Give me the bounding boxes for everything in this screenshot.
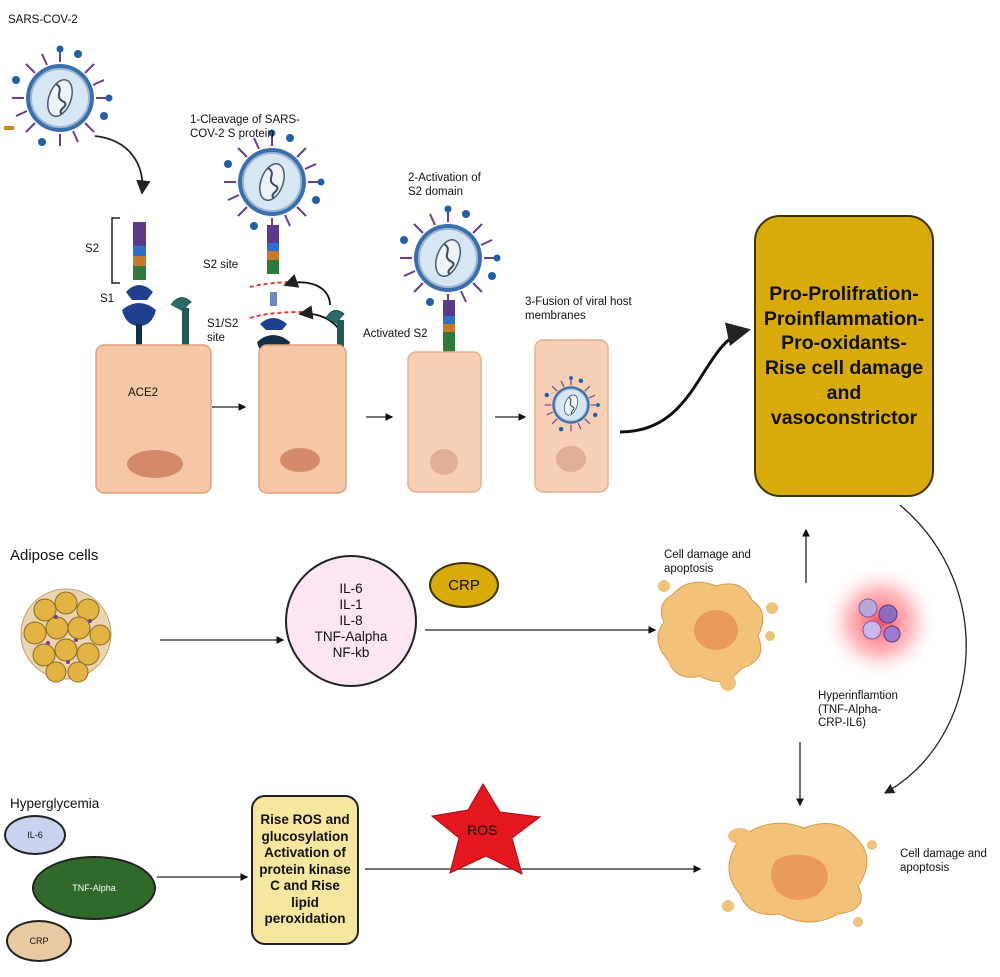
virus-label: SARS-COV-2 [8,14,78,26]
adipose-label: Adipose cells [10,547,99,564]
virus-icon-2 [223,128,326,231]
s2-bracket [111,217,120,284]
crp-oval: CRP [6,920,72,962]
ace2-label: ACE2 [128,387,159,399]
host-cell-1 [95,344,212,494]
nucleus-4 [556,446,586,472]
s2-label: S2 [85,243,100,255]
nucleus-3 [430,449,458,475]
cytokine-il8: IL-8 [339,612,363,628]
host-cell-3 [407,351,482,493]
outcome-text: Pro-Prolifration-Proinflammation-Pro-oxi… [763,282,925,429]
cytokine-nfkb: NF-kb [332,645,370,661]
s1s2-site-label: S1/S2 site [207,318,239,344]
virus-icon [11,44,114,147]
activated-s2-label: Activated S2 [363,328,428,340]
outcome-box: Pro-Prolifration-Proinflammation-Pro-oxi… [754,215,934,497]
adipose-cells-icon [20,588,112,683]
cytokine-il1: IL-1 [339,596,363,612]
cell-damage-label-2: Cell damage and apoptosis [900,848,987,874]
damaged-cell-icon-1 [657,580,778,691]
arrow-curve-down [883,504,967,794]
crp-badge: CRP [429,562,499,608]
arrow-to-outcome [619,322,751,434]
s2-site-label: S2 site [203,259,239,271]
ros-mechanism-text: Rise ROS and glucosylation Activation of… [259,812,351,927]
spike-fragment-icon [4,126,14,130]
step1-label: 1-Cleavage of SARS-COV-2 S protein [190,114,300,140]
ros-star-icon [430,783,542,875]
virus-icon-3 [399,204,502,307]
step3-label: 3-Fusion of viral host membranes [525,296,632,322]
hyperinflammation-label: Hyperinflamtion (TNF-Alpha-CRP-IL6) [818,690,898,730]
s1-label: S1 [100,293,115,305]
nucleus-1 [127,450,183,478]
damaged-cell-icon-2 [722,822,877,927]
virus-entry-arrow [94,135,151,195]
cytokine-il6: IL-6 [339,580,363,596]
tnf-alpha-oval: TNF-Alpha [32,856,156,920]
hyperinflammation-glow-icon [822,564,938,680]
nucleus-2 [280,448,320,472]
activated-s2-stack [443,300,455,352]
s1s2-cleavage-line [249,311,304,319]
hyperglycemia-label: Hyperglycemia [10,796,100,811]
cleavage-arrow-1 [283,274,331,306]
host-cell-2 [258,344,347,494]
ros-star-label: ROS [467,822,498,838]
cytokine-tnf: TNF-Aalpha [314,629,388,645]
step2-label: 2-Activation of S2 domain [408,172,481,198]
cell-damage-label-1: Cell damage and apoptosis [664,549,751,575]
il6-oval: IL-6 [4,815,66,855]
cytokines-circle: IL-6 IL-1 IL-8 TNF-Aalpha NF-kb [285,555,417,687]
ros-mechanism-box: Rise ROS and glucosylation Activation of… [251,795,359,945]
